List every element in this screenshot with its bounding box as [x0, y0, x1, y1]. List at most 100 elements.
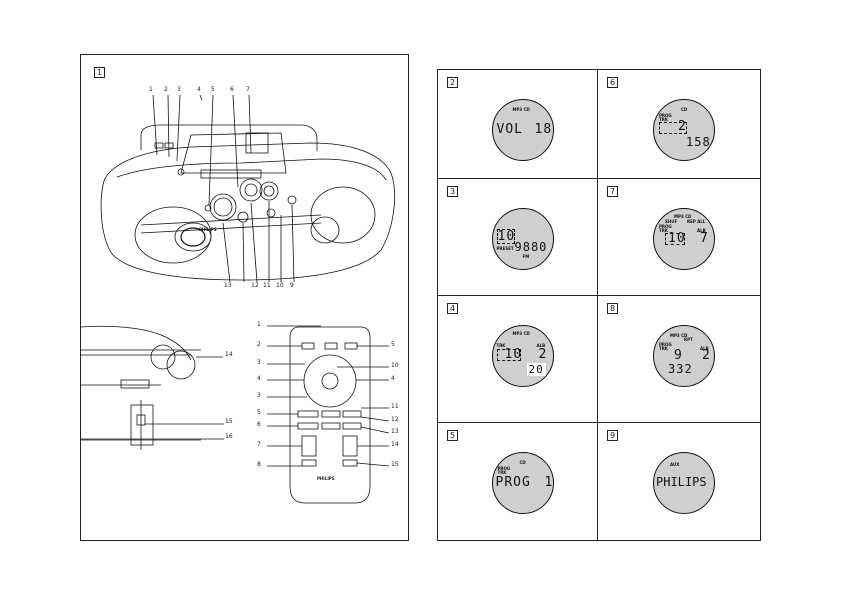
figure-number: 5: [447, 430, 458, 441]
figure-1-panel: 1: [80, 54, 409, 541]
remote-callout-right-7: 14: [391, 441, 399, 448]
device-callout-4: 4: [197, 86, 201, 93]
device-callout-2: 2: [164, 86, 168, 93]
lcd-indicator: SHUF: [665, 219, 678, 224]
lcd-indicator: PROG: [659, 342, 672, 347]
device-illustration: [81, 94, 396, 504]
lcd-main-text: 2: [678, 119, 687, 134]
display-figure-4: 4 MP3 CD TRK ALB 10 2 20: [438, 296, 598, 423]
lcd-indicator: TRK: [497, 470, 507, 475]
lcd-display: CD PROG TRK 2 158: [653, 99, 715, 161]
lcd-tertiary-text: 20: [526, 363, 546, 376]
lcd-secondary-text: 9880: [514, 240, 548, 254]
device-callout-12: 12: [251, 282, 259, 289]
lcd-main-value: 18: [534, 122, 553, 137]
lcd-indicator: ALB: [536, 343, 546, 348]
lcd-secondary-text: 2: [538, 347, 548, 362]
lcd-main-text: 10: [504, 347, 523, 362]
display-figure-2: 2 MP3 CD VOL 18: [438, 70, 598, 179]
lcd-display: MP3 CD TRK ALB 10 2 20: [491, 325, 554, 387]
device-callout-11: 11: [263, 282, 271, 289]
device-callout-14: 14: [225, 351, 233, 358]
lcd-display: MP3 CD SHUF REP ALL PROG TRK ALB 10 7: [653, 208, 715, 270]
remote-callout-right-5: 12: [391, 416, 399, 423]
lcd-indicator: TRK: [659, 117, 668, 122]
display-figure-5: 5 CD PROG TRK PROG 1: [438, 423, 598, 540]
device-callout-1: 1: [149, 86, 153, 93]
remote-callout-left-2: 2: [257, 341, 261, 348]
device-brand: PHILIPS: [199, 227, 217, 232]
lcd-main-text: PHILIPS: [656, 475, 707, 489]
device-callout-5: 5: [211, 86, 215, 93]
device-callout-3: 3: [177, 86, 181, 93]
lcd-indicator: MP3 CD: [512, 107, 530, 112]
figure-number: 1: [94, 67, 105, 78]
remote-callout-left-9: 8: [257, 461, 261, 468]
lcd-display: AUX PHILIPS: [653, 452, 715, 514]
lcd-indicator: ALB: [697, 228, 706, 233]
lcd-indicator: PRESET: [496, 246, 514, 251]
display-figure-6: 6 CD PROG TRK 2 158: [598, 70, 760, 179]
display-figure-3: 3 10 PRESET 9880 FM: [438, 179, 598, 296]
display-figure-8: 8 MP3 CD RPT PROG TRK ALB 9 2 332: [598, 296, 760, 423]
lcd-display: 10 PRESET 9880 FM: [491, 208, 554, 270]
lcd-main-text: 10: [497, 229, 516, 244]
lcd-indicator: FM: [522, 254, 530, 259]
lcd-indicator: ALB: [700, 346, 709, 351]
device-callout-10: 10: [276, 282, 284, 289]
lcd-display: MP3 CD VOL 18: [491, 99, 554, 161]
lcd-indicator: MP3 CD: [512, 331, 530, 336]
lcd-main-text: PROG: [495, 475, 531, 490]
lcd-display: CD PROG TRK PROG 1: [491, 452, 554, 514]
device-callout-16: 16: [225, 433, 233, 440]
device-callout-6: 6: [230, 86, 234, 93]
lcd-indicator: PROG: [659, 224, 672, 229]
lcd-secondary-text: 2: [702, 348, 711, 363]
lcd-dashed-frame: [659, 122, 687, 134]
display-figure-7: 7 MP3 CD SHUF REP ALL PROG TRK ALB 10 7: [598, 179, 760, 296]
remote-callout-right-2: 10: [391, 362, 399, 369]
lcd-indicator: RPT: [684, 337, 693, 342]
lcd-indicator: TRK: [659, 346, 668, 351]
lcd-secondary-text: 1: [544, 475, 554, 490]
remote-callout-left-5: 3: [257, 392, 261, 399]
remote-callout-left-4: 4: [257, 375, 261, 382]
device-callout-9: 9: [290, 282, 294, 289]
remote-callout-left-6: 5: [257, 409, 261, 416]
device-callout-15: 15: [225, 418, 233, 425]
remote-callout-left-7: 6: [257, 421, 261, 428]
lcd-main-text: VOL: [496, 122, 523, 137]
device-callout-7: 7: [246, 86, 250, 93]
figure-number: 8: [607, 303, 618, 314]
lcd-indicator: PROG: [497, 466, 511, 471]
remote-callout-right-8: 15: [391, 461, 399, 468]
lcd-secondary-text: 7: [700, 231, 709, 246]
lcd-indicator: CD: [681, 107, 688, 112]
figure-number: 4: [447, 303, 458, 314]
remote-callout-left-3: 3: [257, 359, 261, 366]
figure-number: 3: [447, 186, 458, 197]
lcd-indicator: MP3 CD: [674, 214, 692, 219]
remote-callout-right-4: 11: [391, 403, 399, 410]
device-callout-13: 13: [224, 282, 232, 289]
remote-callout-right-6: 13: [391, 428, 399, 435]
lcd-secondary-text: 158: [686, 135, 711, 149]
lcd-indicator: TRK: [659, 228, 668, 233]
remote-callout-left-1: 1: [257, 321, 261, 328]
lcd-indicator: AUX: [670, 462, 680, 467]
lcd-indicator: MP3 CD: [670, 333, 688, 338]
remote-callout-right-1: 5: [391, 341, 395, 348]
display-figures-panel: 2 MP3 CD VOL 18 6 CD PROG TRK 2 158 3: [437, 69, 761, 541]
lcd-tertiary-text: 332: [668, 362, 693, 376]
remote-callout-left-8: 7: [257, 441, 261, 448]
lcd-indicator: REP ALL: [687, 219, 706, 224]
display-figure-9: 9 AUX PHILIPS: [598, 423, 760, 540]
lcd-display: MP3 CD RPT PROG TRK ALB 9 2 332: [653, 325, 715, 387]
figure-number: 2: [447, 77, 458, 88]
figure-number: 6: [607, 77, 618, 88]
figure-number: 7: [607, 186, 618, 197]
lcd-main-text: 9: [674, 348, 683, 363]
lcd-dashed-frame: [496, 349, 521, 361]
lcd-dashed-frame: [665, 233, 685, 245]
lcd-main-text: 10: [668, 231, 686, 246]
